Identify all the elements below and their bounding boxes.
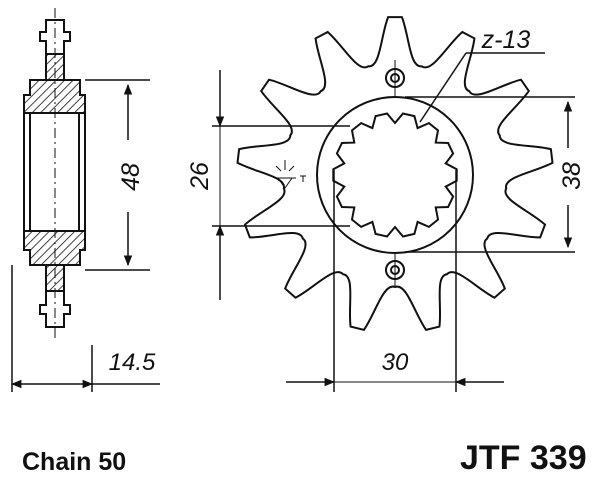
dim-48-label: 48: [117, 163, 145, 191]
dim-26-label: 26: [186, 162, 214, 191]
side-view: [23, 8, 86, 340]
part-number-label: JTF 339: [460, 439, 587, 477]
dim-30-label: 30: [382, 349, 409, 376]
teeth-count-label: z-13: [481, 26, 531, 54]
front-view: [236, 16, 554, 332]
dim-14-5: [10, 265, 160, 392]
dim-38: [405, 96, 575, 253]
outer-ring: [316, 96, 474, 254]
dim-38-label: 38: [558, 162, 586, 190]
dim-30: [286, 170, 504, 392]
bottom-tooth: [39, 290, 71, 328]
surface-symbol: [274, 160, 306, 189]
chain-size-label: Chain 50: [22, 448, 127, 476]
teeth-leader: [419, 52, 545, 123]
spline-bore: [332, 112, 458, 238]
dim-14-5-label: 14.5: [109, 349, 156, 376]
dim-26: [212, 70, 350, 300]
dim-48: [85, 79, 150, 271]
